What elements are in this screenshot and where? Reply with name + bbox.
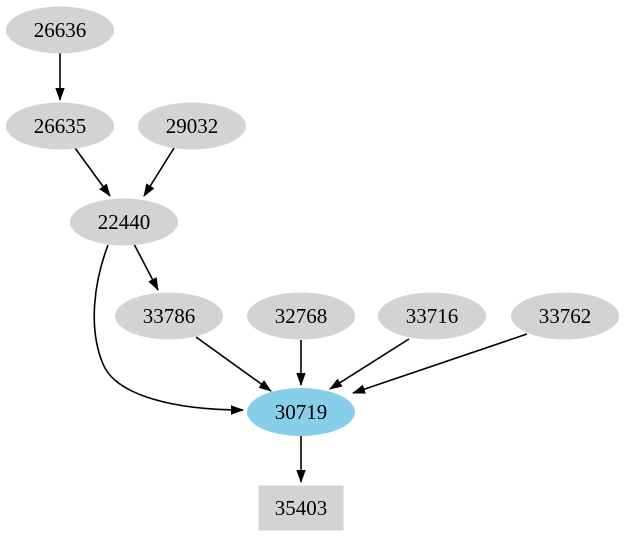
edges-layer <box>55 53 528 483</box>
node-33762-shape <box>511 292 619 340</box>
node-32768-label: 32768 <box>275 304 328 328</box>
node-33762-label: 33762 <box>539 304 592 328</box>
node-33716-shape <box>378 292 486 340</box>
node-26636-label: 26636 <box>34 18 87 42</box>
node-22440: 22440 <box>70 198 178 246</box>
node-33716-label: 33716 <box>406 304 459 328</box>
node-30719-label: 30719 <box>275 400 328 424</box>
edge-33762-to-30719 <box>352 333 528 394</box>
node-29032-label: 29032 <box>166 114 219 138</box>
edge-22440-to-30719 <box>93 244 244 415</box>
node-33716: 33716 <box>378 292 486 340</box>
node-33762: 33762 <box>511 292 619 340</box>
node-26635: 26635 <box>6 102 114 150</box>
node-35403-shape <box>258 485 344 531</box>
edge-22440-to-33786 <box>133 243 159 291</box>
edge-33786-to-30719 <box>195 336 272 392</box>
node-26636: 26636 <box>6 6 114 54</box>
edge-29032-to-22440 <box>143 147 175 197</box>
edge-26635-to-22440 <box>74 147 111 197</box>
node-26635-shape <box>6 102 114 150</box>
node-30719-shape <box>247 388 355 436</box>
node-33786-shape <box>115 292 223 340</box>
node-22440-label: 22440 <box>98 210 151 234</box>
node-33786: 33786 <box>115 292 223 340</box>
node-29032: 29032 <box>138 102 246 150</box>
node-35403-label: 35403 <box>275 496 328 520</box>
node-22440-shape <box>70 198 178 246</box>
node-26636-shape <box>6 6 114 54</box>
nodes-layer: 26636 26635 29032 22440 33786 32768 33716 33762… <box>6 6 619 531</box>
node-32768-shape <box>247 292 355 340</box>
node-35403: 35403 <box>258 485 344 531</box>
node-30719: 30719 <box>247 388 355 436</box>
edge-33716-to-30719 <box>329 338 410 390</box>
node-33786-label: 33786 <box>143 304 196 328</box>
node-26635-label: 26635 <box>34 114 87 138</box>
node-29032-shape <box>138 102 246 150</box>
node-32768: 32768 <box>247 292 355 340</box>
